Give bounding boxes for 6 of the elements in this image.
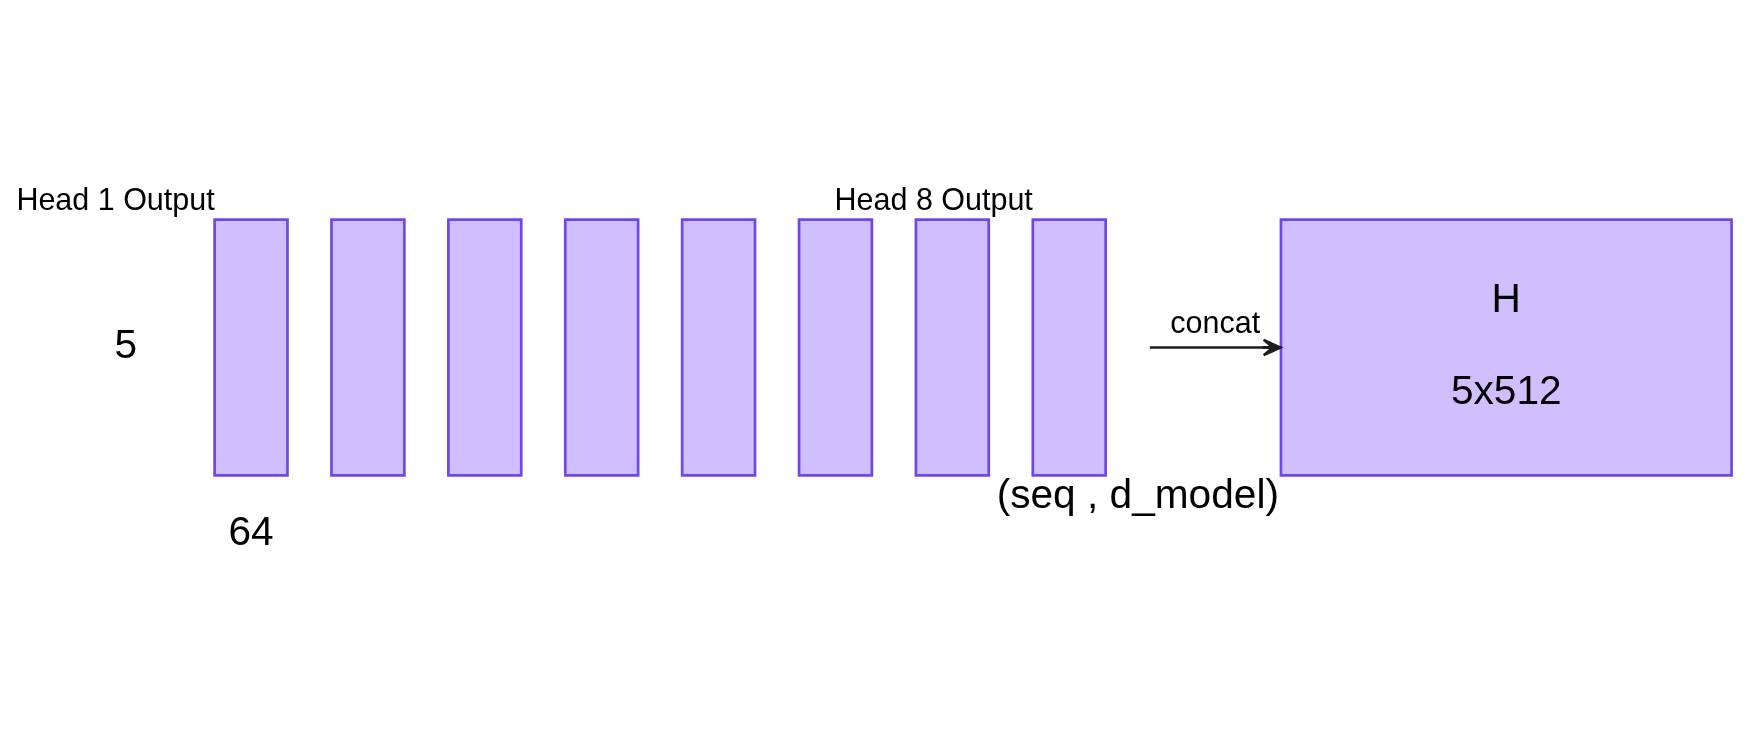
edge-label: concat	[1170, 304, 1261, 339]
node-label: (seq , d_model)	[996, 470, 1280, 517]
node-label: Head 8 Output	[834, 181, 1033, 216]
node-label: Head 1 Output	[16, 181, 215, 216]
label: 64	[228, 507, 274, 554]
label: 5	[114, 320, 137, 367]
